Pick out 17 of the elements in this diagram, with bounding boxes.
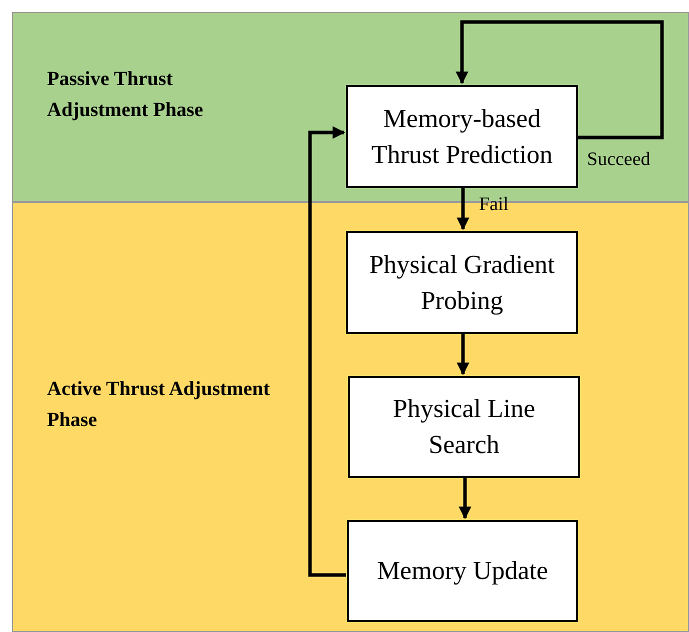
arrow	[308, 126, 346, 577]
arrow	[456, 333, 470, 376]
process-box	[346, 231, 578, 334]
process-box	[347, 520, 578, 622]
phase-heading: Active Thrust Adjustment Phase	[47, 377, 271, 433]
phase-heading: Passive Thrust Adjustment Phase	[47, 67, 204, 123]
process-label: Memory-based Thrust Prediction	[370, 102, 554, 170]
process-label: Physical Gradient Probing	[368, 248, 556, 317]
arrow	[458, 477, 472, 520]
arrow	[456, 187, 470, 230]
process-label: Memory Update	[376, 555, 550, 587]
edge-label: Fail	[479, 193, 509, 217]
process-box	[346, 85, 578, 188]
process-label: Physical Line Search	[392, 393, 536, 461]
arrow	[456, 20, 664, 140]
process-box	[348, 376, 580, 478]
edge-label: Succeed	[587, 148, 650, 172]
